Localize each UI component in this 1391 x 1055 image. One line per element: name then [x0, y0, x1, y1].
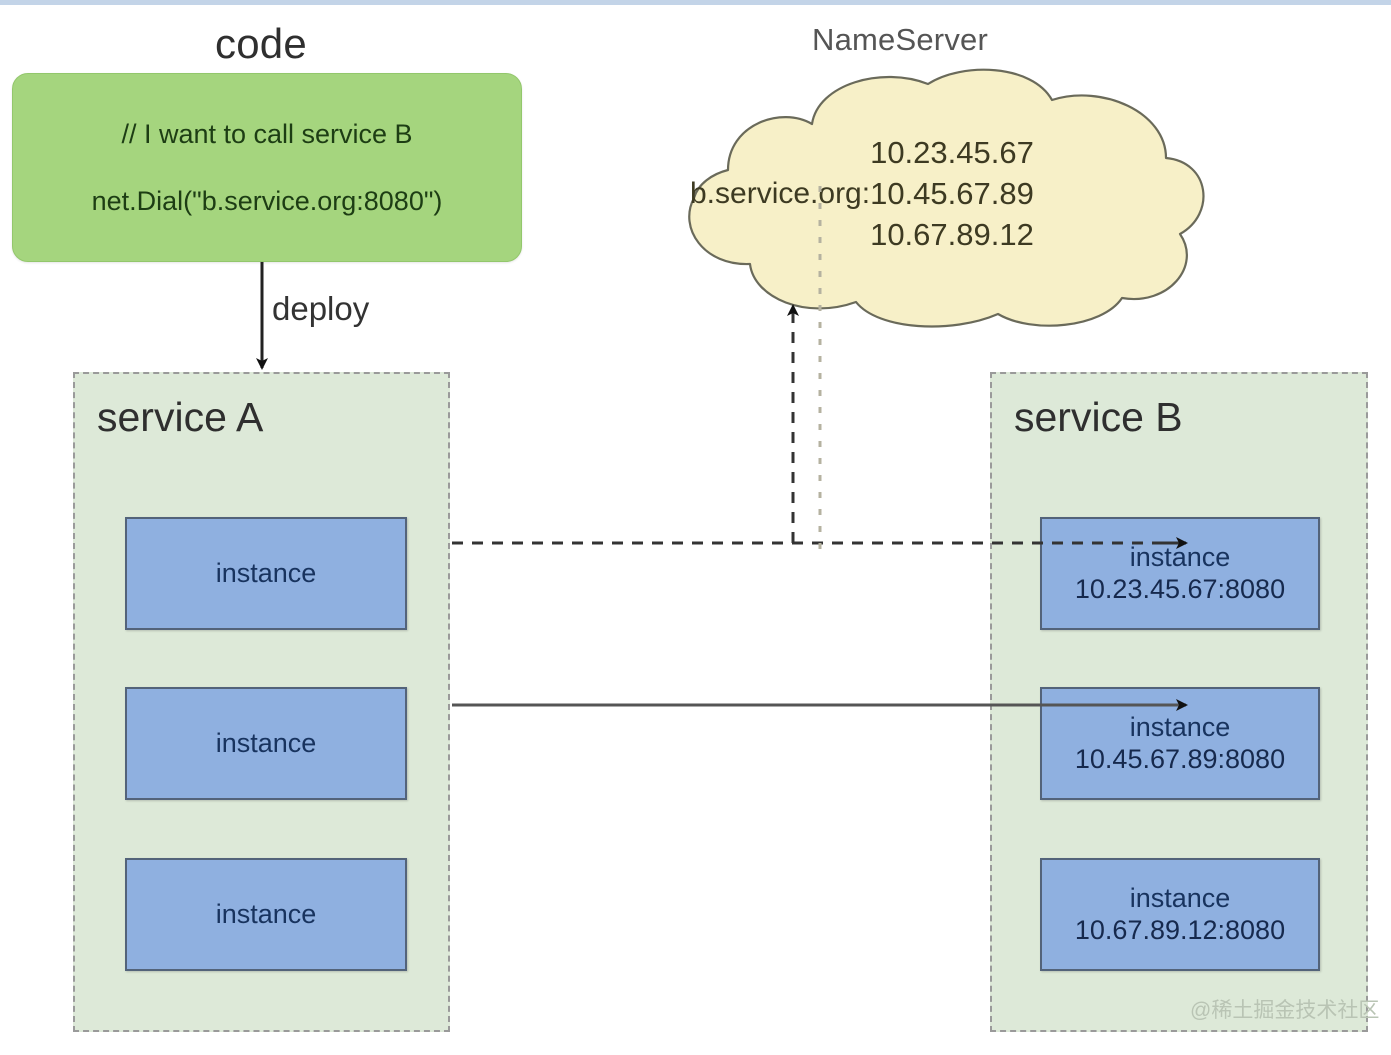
service-a-label: service A: [97, 394, 264, 440]
instance-name: instance: [1129, 541, 1231, 572]
code-title: code: [215, 20, 307, 67]
top-accent-bar: [0, 0, 1391, 5]
instance-name: instance: [1129, 711, 1231, 742]
service-b-instance-1: instance 10.23.45.67:8080: [1040, 517, 1320, 630]
instance-address: 10.67.89.12:8080: [1074, 914, 1286, 945]
instance-name: instance: [215, 727, 317, 758]
instance-name: instance: [215, 898, 317, 929]
nameserver-cloud: [632, 62, 1216, 334]
deploy-label: deploy: [272, 290, 370, 327]
nameserver-ip-2: 10.67.89.12: [870, 217, 1034, 253]
watermark: @稀土掘金技术社区: [1190, 999, 1380, 1022]
instance-address: 10.45.67.89:8080: [1074, 743, 1286, 774]
service-a-instance-1: instance: [125, 517, 407, 630]
service-b-instance-3: instance 10.67.89.12:8080: [1040, 858, 1320, 971]
code-call-line: net.Dial("b.service.org:8080"): [91, 185, 443, 216]
service-b-instance-2: instance 10.45.67.89:8080: [1040, 687, 1320, 800]
nameserver-ip-1: 10.45.67.89: [870, 176, 1034, 212]
nameserver-record: b.service.org: 10.23.45.67 10.45.67.89 1…: [690, 132, 1120, 256]
instance-name: instance: [215, 557, 317, 588]
service-b-container: service B instance 10.23.45.67:8080 inst…: [990, 372, 1368, 1032]
nameserver-record-key: b.service.org:: [690, 176, 871, 210]
service-a-instance-3: instance: [125, 858, 407, 971]
instance-name: instance: [1129, 882, 1231, 913]
nameserver-ip-list: 10.23.45.67 10.45.67.89 10.67.89.12: [870, 132, 1034, 256]
service-b-label: service B: [1014, 394, 1183, 440]
code-comment-line: // I want to call service B: [121, 118, 413, 149]
service-a-instance-2: instance: [125, 687, 407, 800]
nameserver-title: NameServer: [812, 22, 988, 57]
instance-address: 10.23.45.67:8080: [1074, 573, 1286, 604]
code-block: // I want to call service B net.Dial("b.…: [12, 73, 522, 262]
service-a-container: service A instance instance instance: [73, 372, 450, 1032]
nameserver-ip-0: 10.23.45.67: [870, 135, 1034, 170]
